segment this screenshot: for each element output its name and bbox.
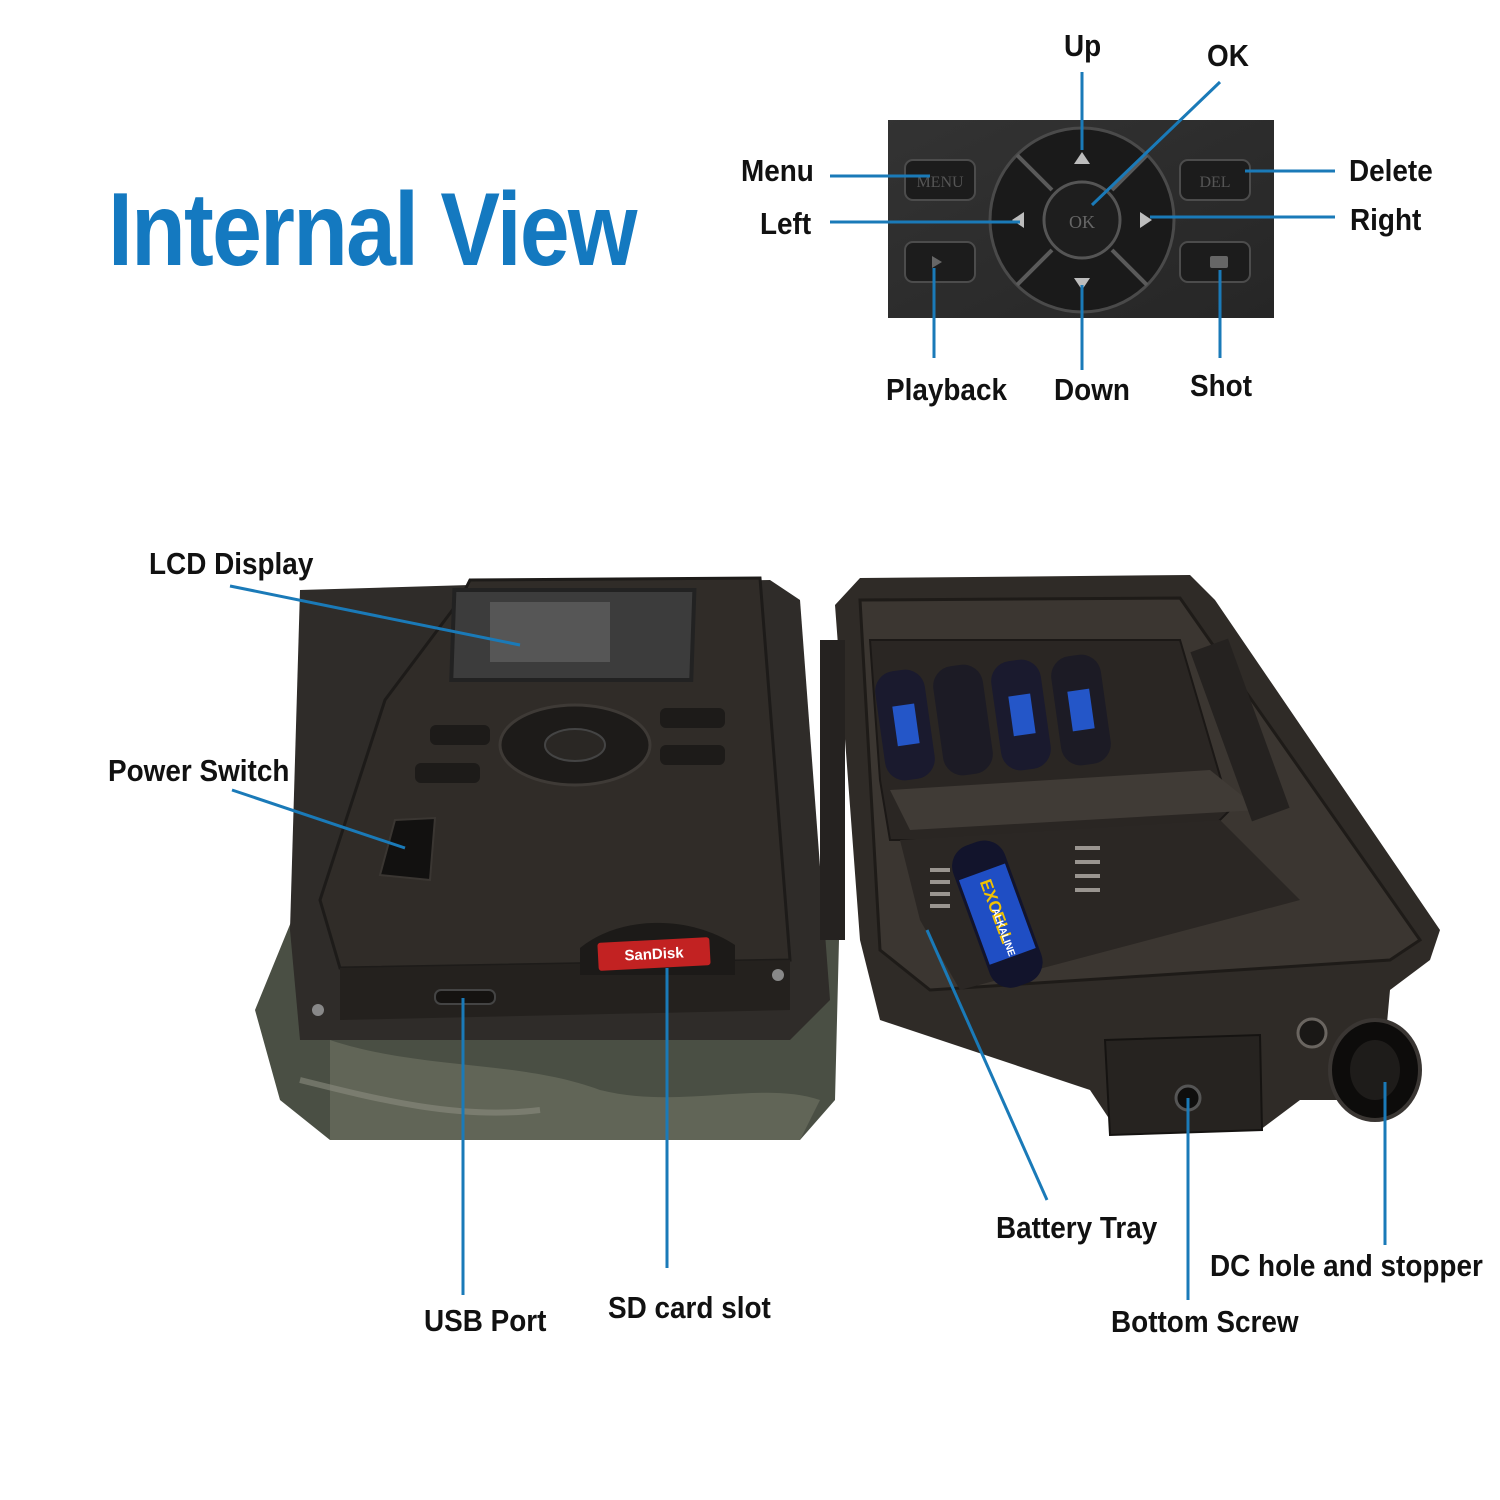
label-dc-hole: DC hole and stopper <box>1210 1248 1483 1283</box>
keypad-closeup: OK MENU DEL <box>830 72 1335 370</box>
power-switch <box>378 816 437 882</box>
label-down: Down <box>1054 372 1130 407</box>
up-arrow-icon <box>1074 152 1090 164</box>
sd-card <box>597 937 711 971</box>
battery-row-upper <box>875 654 1111 781</box>
down-arrow-icon <box>1074 278 1090 290</box>
label-delete: Delete <box>1349 153 1433 188</box>
delete-button-text: DEL <box>1199 174 1230 191</box>
bottom-plate <box>1103 1033 1264 1137</box>
page-title: Internal View <box>108 172 637 288</box>
label-playback: Playback <box>886 372 1007 407</box>
label-up: Up <box>1064 28 1102 63</box>
loose-battery: EXCELL ALKALINE <box>952 840 1043 988</box>
menu-button-text: MENU <box>916 174 964 191</box>
label-power-switch: Power Switch <box>108 753 290 788</box>
label-shot: Shot <box>1190 368 1252 403</box>
right-arrow-icon <box>1140 212 1152 228</box>
left-arrow-icon <box>1012 212 1024 228</box>
ok-button <box>1042 180 1122 260</box>
label-lcd-display: LCD Display <box>149 546 314 581</box>
camera-icon <box>1210 256 1228 268</box>
sd-card-brand: SanDisk <box>624 944 685 964</box>
menu-button <box>904 159 976 201</box>
label-bottom-screw: Bottom Screw <box>1111 1304 1299 1339</box>
delete-button <box>1179 159 1251 201</box>
camera-leader-lines <box>229 584 1387 1300</box>
label-left: Left <box>760 206 812 241</box>
usb-port <box>434 989 496 1005</box>
play-icon <box>932 256 942 268</box>
label-right: Right <box>1350 202 1422 237</box>
label-sd-card-slot: SD card slot <box>608 1290 771 1325</box>
label-battery-tray: Battery Tray <box>996 1210 1158 1245</box>
label-usb-port: USB Port <box>424 1303 547 1338</box>
label-ok: OK <box>1207 38 1249 73</box>
camera-open-view: SanDisk EXCELL <box>255 575 1440 1140</box>
ok-button-text: OK <box>1069 212 1095 232</box>
label-menu: Menu <box>741 153 814 188</box>
